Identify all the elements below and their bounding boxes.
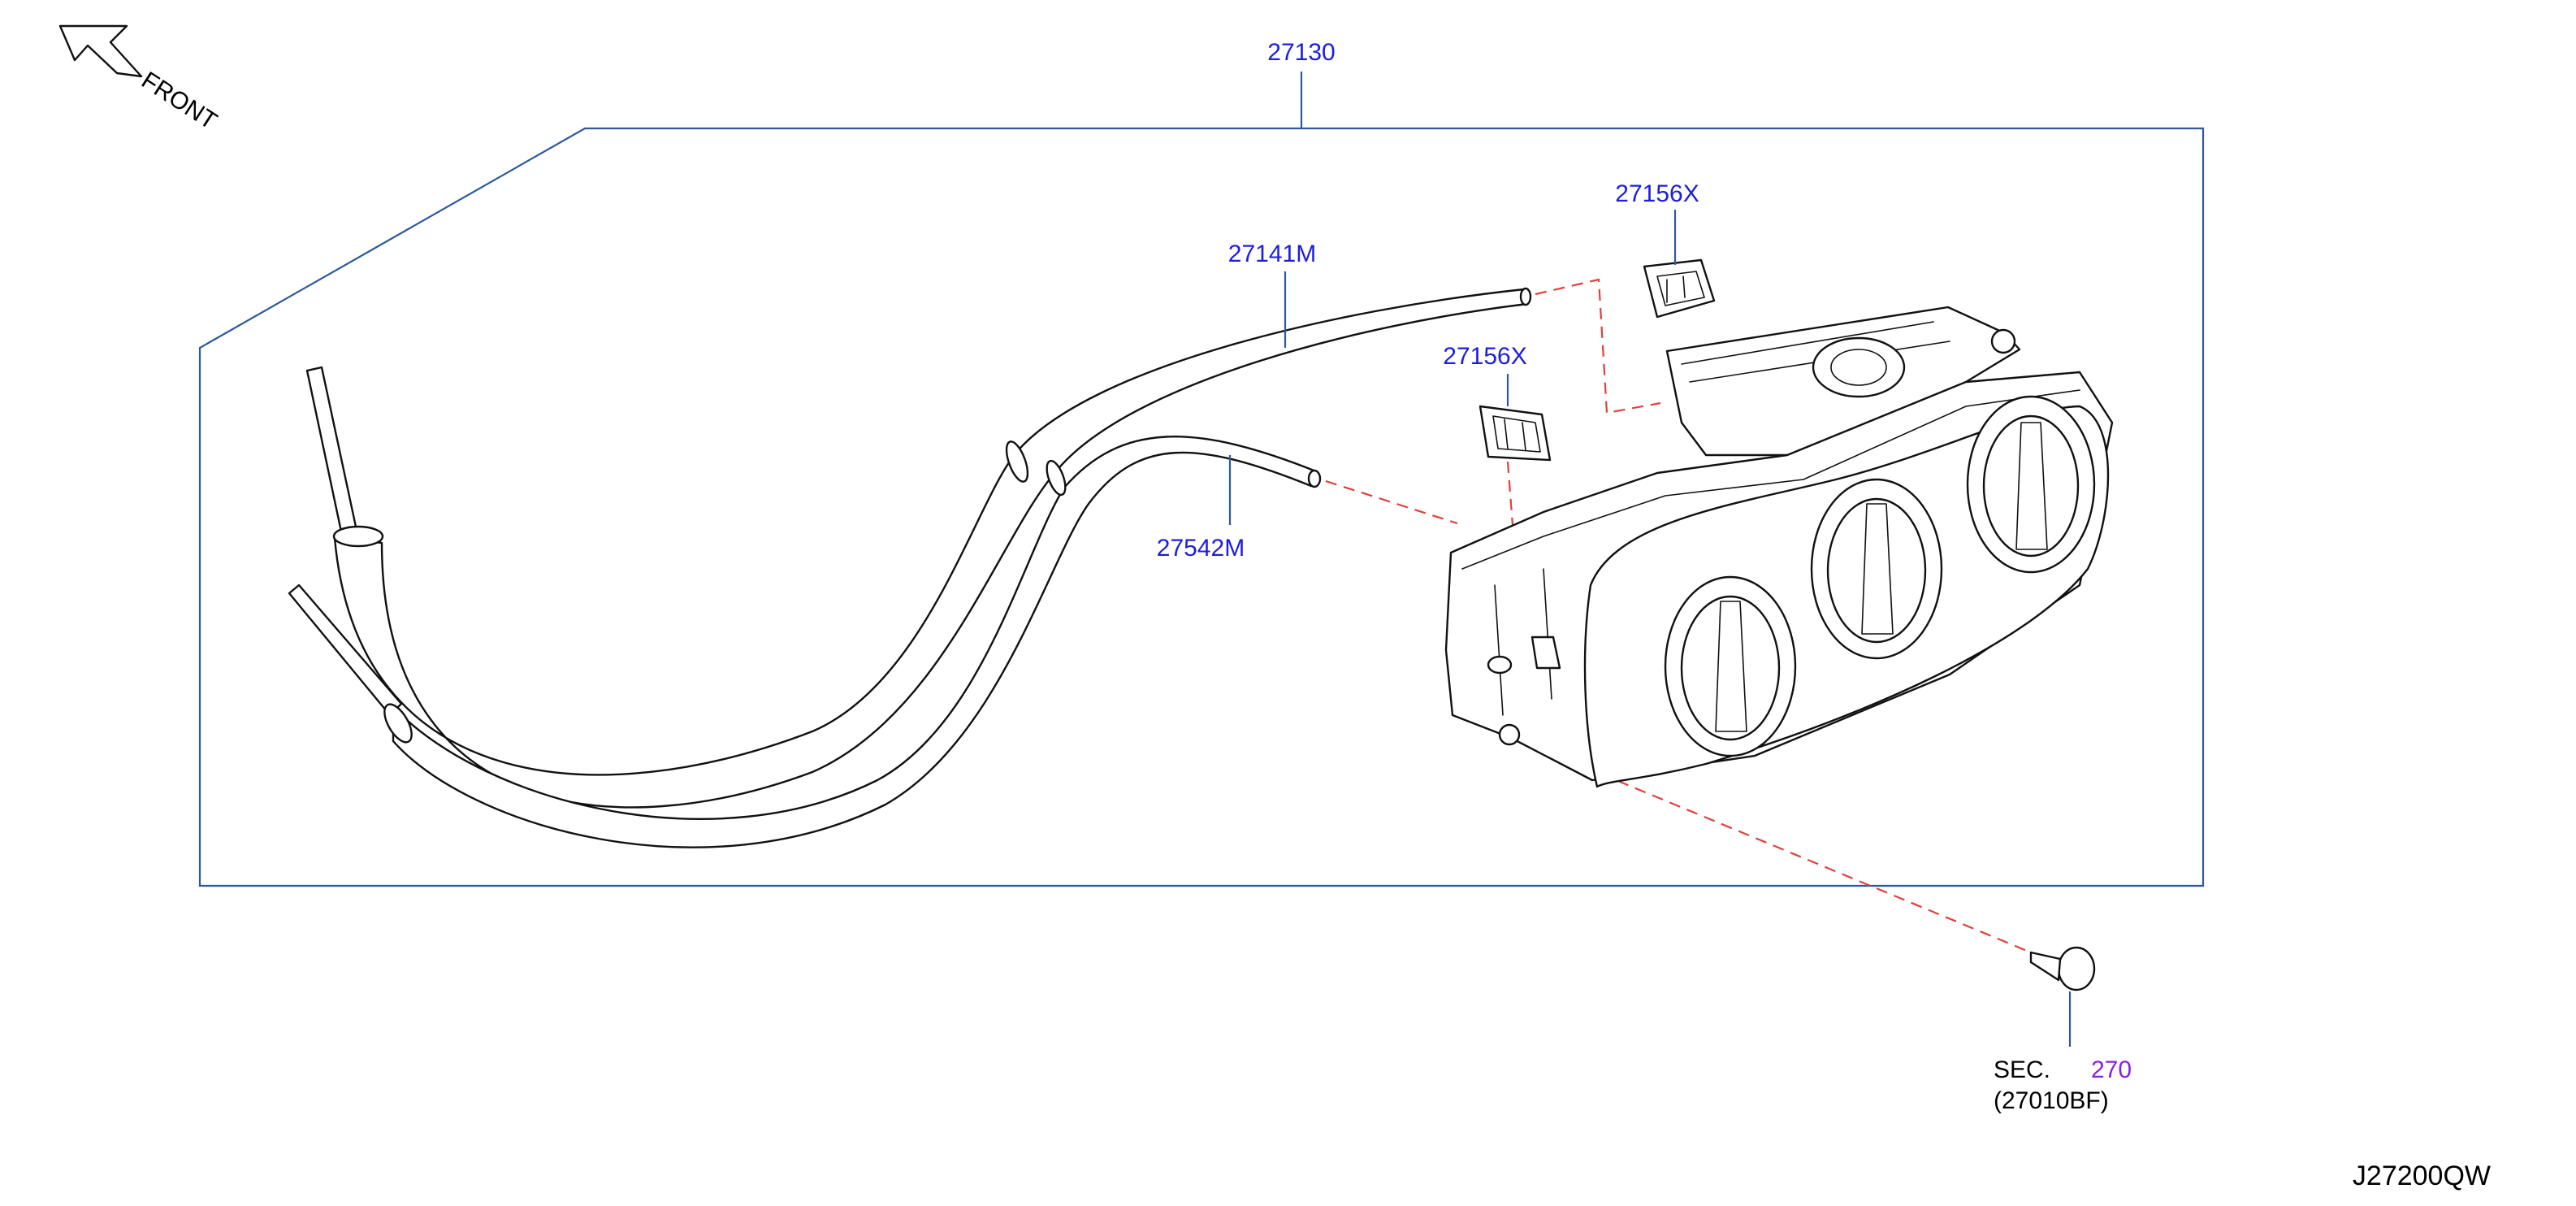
front-arrow-icon — [58, 24, 143, 78]
part-number-27156x-upper[interactable]: 27156X — [1615, 180, 1699, 207]
part-number-27542m[interactable]: 27542M — [1157, 535, 1245, 562]
section-part-number: (27010BF) — [1994, 1087, 2109, 1114]
assembly-boundary — [198, 127, 2205, 887]
connector-cable-upper — [1535, 278, 1661, 414]
section-number[interactable]: 270 — [2091, 1056, 2132, 1083]
section-prefix: SEC. — [1994, 1056, 2050, 1083]
control-cable-27542m[interactable] — [288, 436, 1322, 848]
clip-27156x-lower[interactable] — [1478, 405, 1552, 462]
control-cable-27141m[interactable] — [305, 287, 1532, 809]
heater-control-unit[interactable] — [1444, 306, 2114, 788]
screw-fastener-icon[interactable] — [2029, 946, 2096, 991]
part-number-27141m[interactable]: 27141M — [1228, 241, 1316, 267]
front-label: FRONT — [136, 67, 222, 135]
connector-clip-lower — [1506, 461, 1514, 526]
diagram-code: J27200QW — [2353, 1160, 2491, 1191]
connector-cable-lower — [1325, 479, 1458, 525]
part-number-27130[interactable]: 27130 — [1267, 39, 1335, 66]
clip-27156x-upper[interactable] — [1643, 258, 1716, 319]
part-number-27156x-lower[interactable]: 27156X — [1443, 343, 1526, 370]
